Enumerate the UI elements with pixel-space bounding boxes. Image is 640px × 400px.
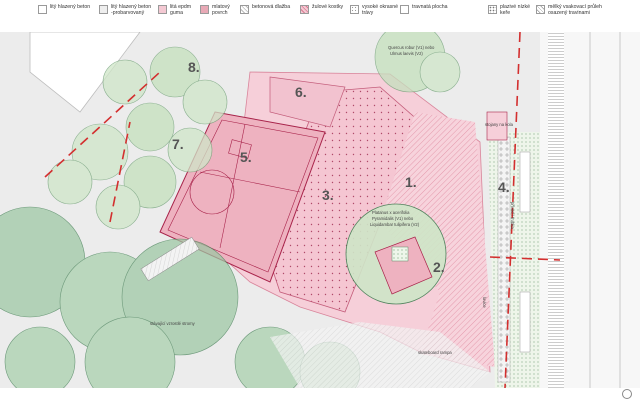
footer (0, 388, 640, 400)
legend-label: mlatový povrch (212, 4, 230, 17)
shrub-strip-zone-4 (488, 132, 540, 388)
legend-swatch (400, 5, 409, 14)
legend-label: plazivé nízké keře (500, 4, 530, 17)
legend-label: žulové kostky (312, 4, 344, 10)
annotation-privod: přívod / trubka (510, 202, 515, 229)
site-boundary (44, 32, 561, 388)
legend-label: vysoké okrasné trávy (362, 4, 399, 17)
zone-label-8: 8. (188, 59, 200, 75)
legend-swatch (300, 5, 309, 14)
annotation-pyramidalis: Pyramidalis (V1) nebo (372, 216, 414, 221)
bench-right (519, 151, 531, 213)
legend-label: litý hlazený beton -probarvovaný (111, 4, 152, 17)
legend-label: betonová dlažba (252, 4, 291, 10)
bench-right-lower (519, 291, 531, 353)
legend-label: litá epdm guma (170, 4, 192, 17)
legend-swatch (350, 5, 359, 14)
legend-swatch (536, 5, 545, 14)
tree-canopies (47, 32, 461, 230)
legend-swatch (200, 5, 209, 14)
zone-label-5: 5. (240, 149, 252, 165)
building-outline (29, 32, 141, 113)
annotation-strom: stávající vzrostlé stromy (150, 321, 196, 326)
zone-label-6: 6. (295, 84, 307, 100)
planting-bed (391, 246, 409, 262)
skate-ramp-zone-2 (374, 236, 433, 295)
north-arrow-icon (622, 389, 632, 399)
annotation-liquidambar: Liquidambar tulipifera (V2) (370, 222, 420, 227)
path-ramp (140, 236, 200, 282)
annotation-stojany: stojany na kola (485, 122, 514, 127)
legend-swatch (38, 5, 47, 14)
annotation-platanus: Platanus x acerifolia (372, 210, 410, 215)
annotation-quercus: Quercus robur (V1) nebo (388, 45, 435, 50)
legend-swatch (240, 5, 249, 14)
bioswale-strip (497, 136, 511, 383)
legend-label: travnatá plocha (412, 4, 448, 10)
street-markings (548, 32, 621, 388)
bike-rack (486, 111, 508, 141)
legend: litý hlazený beton litý hlazený beton -p… (0, 0, 640, 32)
paved-path (270, 322, 490, 388)
legend-label: litý hlazený beton (50, 4, 91, 10)
map-canvas: 1. 2. 3. 4. 5. 6. 7. 8. Platanus x aceri… (0, 32, 640, 388)
annotation-lavice: lavice (482, 297, 487, 308)
zone-label-2: 2. (433, 259, 445, 275)
legend-swatch (99, 5, 108, 14)
legend-swatch (158, 5, 167, 14)
zone-label-7: 7. (172, 136, 184, 152)
zone-label-1: 1. (405, 174, 417, 190)
zone-label-3: 3. (322, 187, 334, 203)
zone-6-area (269, 76, 346, 128)
legend-label: mělký vsakovací průleh osazený travinami (548, 4, 602, 17)
annotation-ulmus: Ulmus laevis (V2) (390, 51, 423, 56)
zone-label-4: 4. (498, 179, 510, 195)
legend-swatch (488, 5, 497, 14)
annotation-rampa: skateboard rampa (418, 350, 452, 355)
